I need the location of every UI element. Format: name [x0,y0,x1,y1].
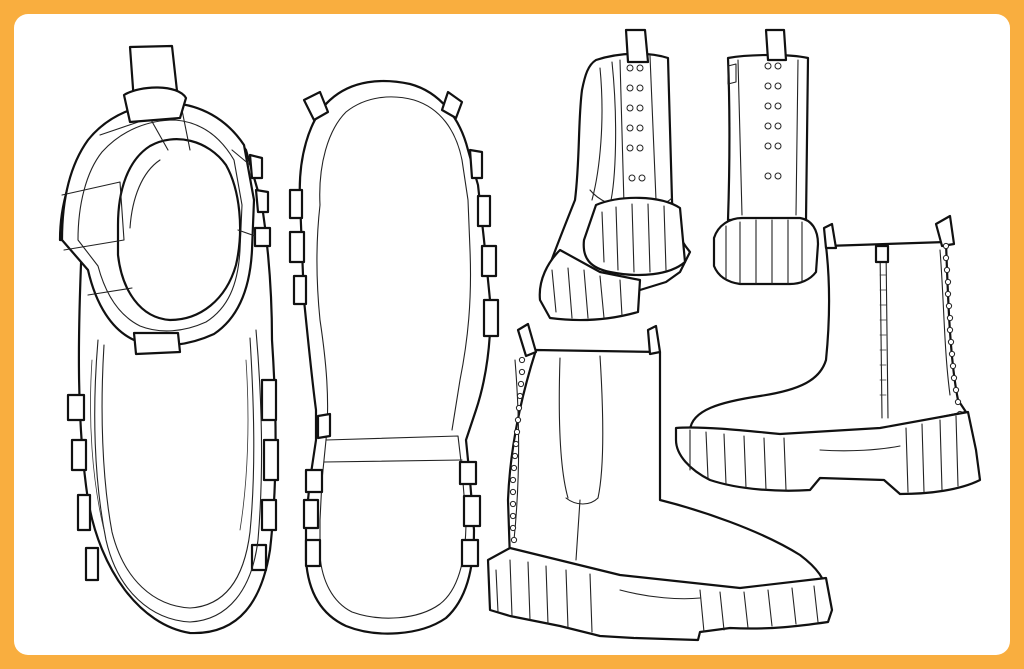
medial-side-view [488,324,832,640]
illustration-panel [14,14,1010,655]
top-view [60,46,278,633]
outsole-bottom-view [290,81,498,634]
back-view [714,30,818,284]
lateral-side-view [676,216,980,494]
rear-three-quarter-view [540,30,690,320]
boot-technical-drawing [14,14,1010,655]
